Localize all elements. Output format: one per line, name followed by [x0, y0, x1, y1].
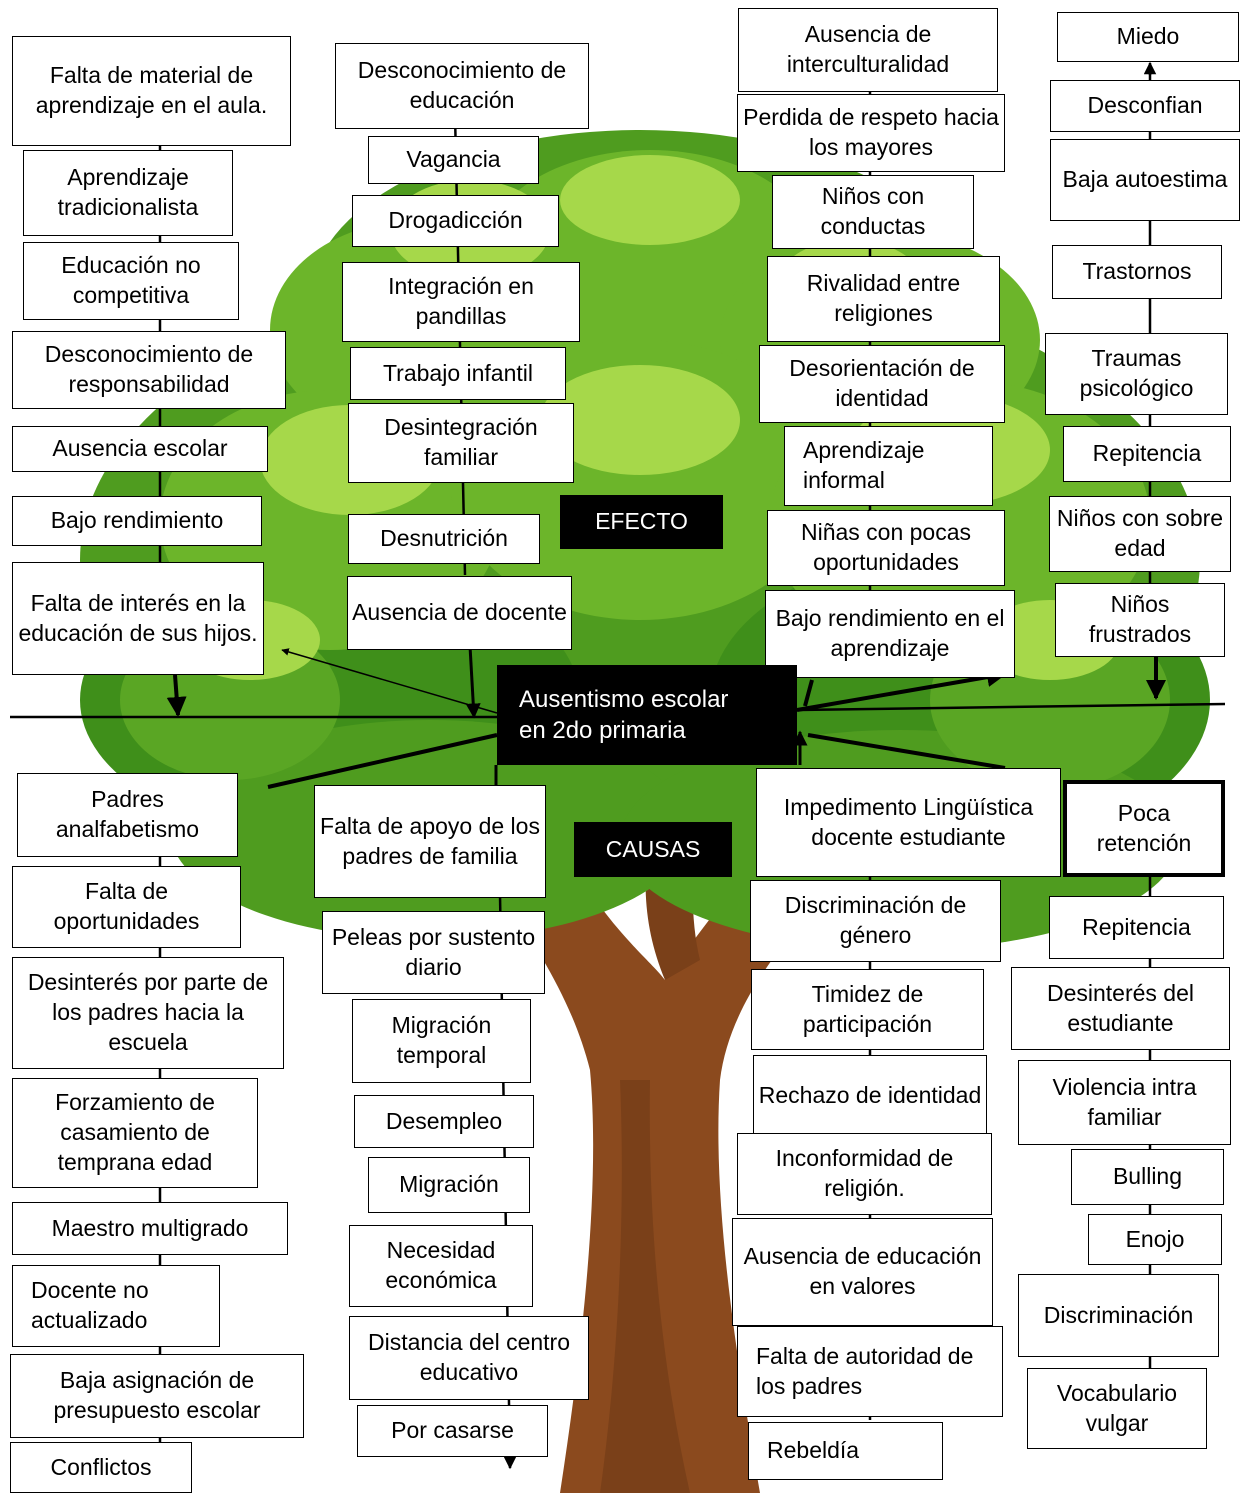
- effect-box: Falta de interés en la educación de sus …: [12, 562, 264, 675]
- effect-box: Miedo: [1057, 12, 1239, 62]
- effect-box: Niños con sobre edad: [1049, 496, 1231, 572]
- effect-box: Aprendizaje informal: [784, 426, 993, 506]
- cause-box: Bulling: [1071, 1149, 1224, 1205]
- cause-box: Repitencia: [1049, 896, 1224, 959]
- effect-box: Educación no competitiva: [23, 242, 239, 320]
- effect-box: Aprendizaje tradicionalista: [23, 150, 233, 236]
- effect-box: Desconfian: [1050, 80, 1240, 132]
- cause-box: Distancia del centro educativo: [349, 1316, 589, 1400]
- effect-box: Integración en pandillas: [342, 262, 580, 342]
- cause-box: Rechazo de identidad: [753, 1055, 987, 1137]
- cause-box: Violencia intra familiar: [1018, 1060, 1231, 1145]
- cause-box: Ausencia de educación en valores: [732, 1218, 993, 1326]
- cause-box: Padres analfabetismo: [17, 773, 238, 857]
- effect-box: Vagancia: [368, 136, 539, 184]
- cause-box: Desempleo: [354, 1095, 534, 1148]
- effect-box: Traumas psicológico: [1045, 333, 1228, 415]
- effect-box: Trabajo infantil: [350, 347, 566, 400]
- cause-box: Maestro multigrado: [12, 1202, 288, 1255]
- cause-box: Rebeldía: [748, 1422, 943, 1480]
- cause-box: Migración temporal: [352, 999, 531, 1083]
- effect-box: Desorientación de identidad: [759, 345, 1005, 423]
- cause-box: Docente no actualizado: [12, 1265, 220, 1347]
- cause-box: Peleas por sustento diario: [322, 911, 545, 994]
- cause-box: Falta de apoyo de los padres de familia: [314, 785, 546, 898]
- effect-box: Ausencia de docente: [347, 576, 572, 650]
- effect-box: Drogadicción: [352, 195, 559, 247]
- central-problem: Ausentismo escolar en 2do primaria: [497, 665, 797, 765]
- cause-box: Poca retención: [1063, 780, 1225, 877]
- cause-box: Forzamiento de casamiento de temprana ed…: [12, 1078, 258, 1188]
- cause-box: Necesidad económica: [349, 1225, 533, 1307]
- effect-box: Repitencia: [1063, 426, 1231, 482]
- cause-box: Timidez de participación: [751, 969, 984, 1050]
- effect-box: Niños frustrados: [1055, 583, 1225, 657]
- effect-box: Falta de material de aprendizaje en el a…: [12, 36, 291, 146]
- cause-box: Baja asignación de presupuesto escolar: [10, 1354, 304, 1438]
- cause-box: Discriminación de género: [750, 880, 1001, 962]
- effect-box: Desintegración familiar: [348, 403, 574, 483]
- effect-box: Desnutrición: [348, 514, 540, 564]
- effect-box: Perdida de respeto hacia los mayores: [737, 94, 1005, 172]
- effect-box: Desconocimiento de educación: [335, 43, 589, 129]
- cause-box: Falta de oportunidades: [12, 866, 241, 948]
- cause-box: Desinterés del estudiante: [1011, 967, 1230, 1050]
- cause-box: Impedimento Lingüística docente estudian…: [756, 768, 1061, 877]
- effect-box: Baja autoestima: [1050, 139, 1240, 221]
- effect-box: Niños con conductas: [772, 175, 974, 249]
- causas-label: CAUSAS: [574, 822, 732, 877]
- cause-box: Inconformidad de religión.: [737, 1133, 992, 1215]
- effect-box: Niñas con pocas oportunidades: [767, 510, 1005, 586]
- cause-box: Falta de autoridad de los padres: [737, 1326, 1003, 1417]
- effect-box: Ausencia de interculturalidad: [738, 8, 998, 92]
- effect-box: Desconocimiento de responsabilidad: [12, 331, 286, 409]
- effect-box: Ausencia escolar: [12, 426, 268, 472]
- effect-box: Bajo rendimiento: [12, 496, 262, 546]
- cause-box: Vocabulario vulgar: [1027, 1368, 1207, 1449]
- cause-box: Desinterés por parte de los padres hacia…: [12, 957, 284, 1069]
- efecto-label: EFECTO: [560, 495, 723, 549]
- cause-box: Discriminación: [1018, 1274, 1219, 1357]
- effect-box: Bajo rendimiento en el aprendizaje: [765, 590, 1015, 678]
- baseline-right: [796, 702, 1226, 712]
- effect-box: Rivalidad entre religiones: [767, 256, 1000, 342]
- cause-box: Conflictos: [10, 1442, 192, 1493]
- cause-box: Por casarse: [357, 1405, 548, 1457]
- cause-box: Migración: [368, 1157, 530, 1213]
- effect-box: Trastornos: [1052, 245, 1222, 299]
- cause-box: Enojo: [1088, 1214, 1222, 1265]
